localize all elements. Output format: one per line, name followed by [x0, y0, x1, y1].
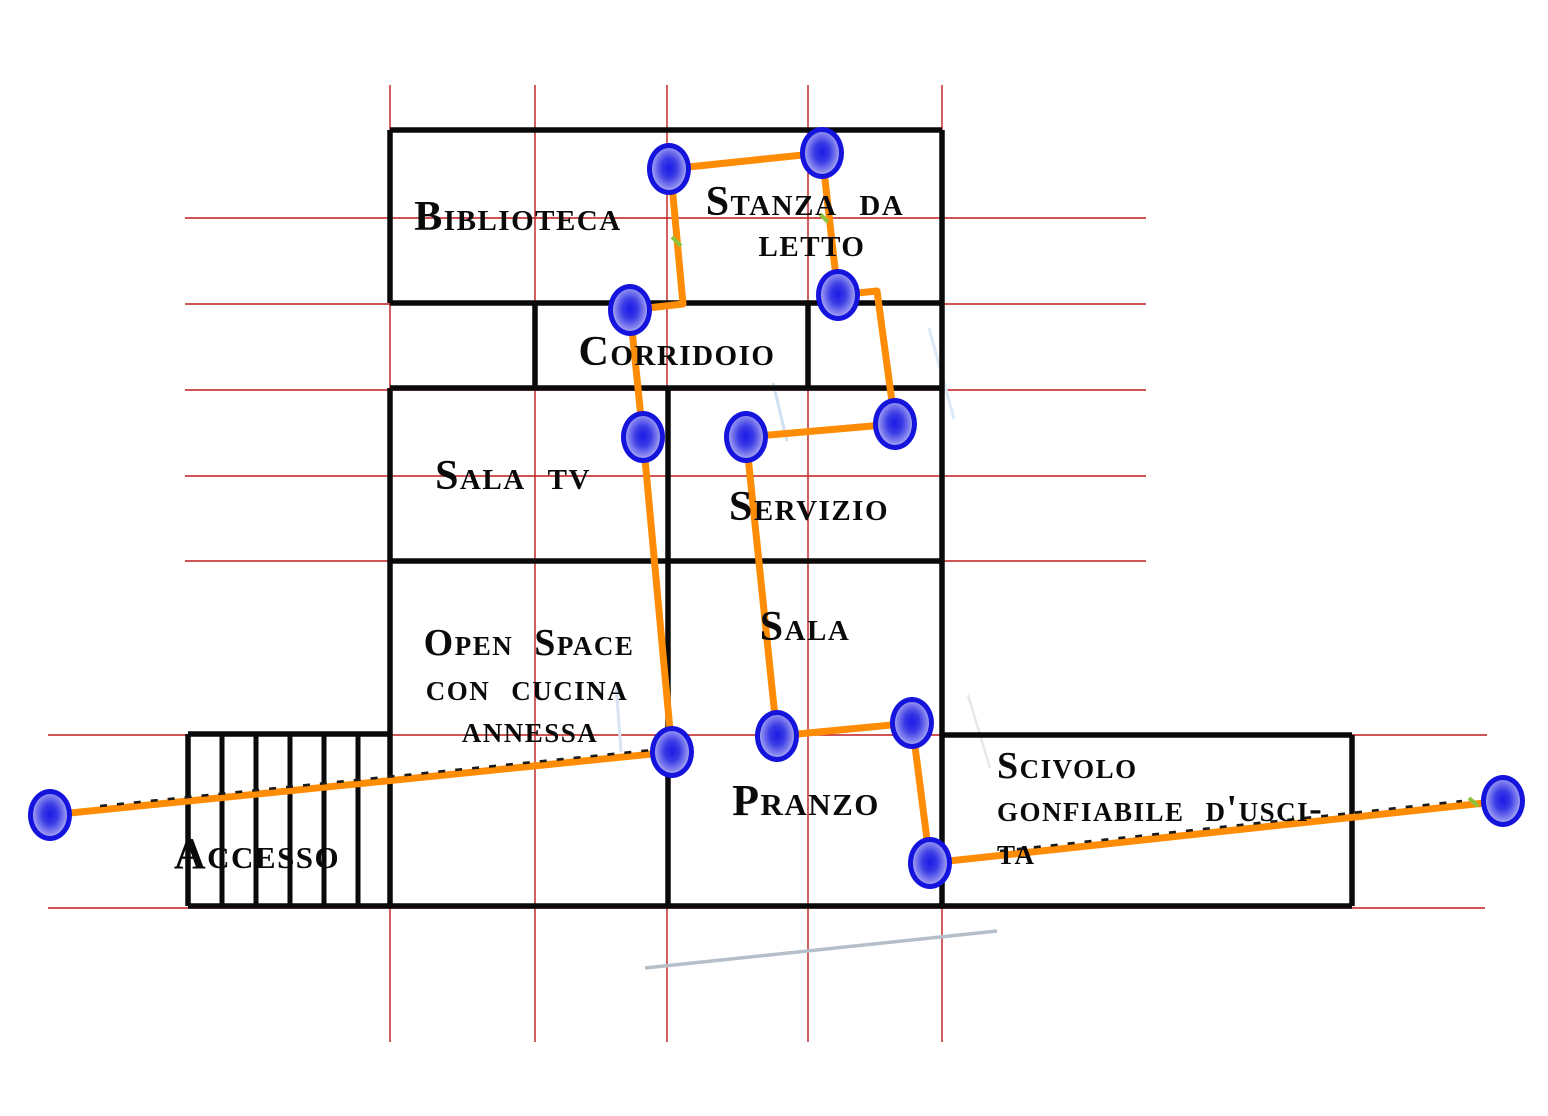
room-label-stanza-letto-2: letto [758, 220, 866, 266]
waypoint-node-entry-left[interactable] [28, 789, 72, 841]
waypoint-node-exit-right[interactable] [1481, 775, 1525, 827]
waypoint-node-servizio[interactable] [724, 411, 768, 463]
room-label-servizio: Servizio [728, 484, 890, 530]
sketch-line [614, 683, 623, 753]
waypoint-node-stanza-letto-top[interactable] [800, 127, 844, 179]
room-label-open-space-3: annessa [461, 709, 599, 751]
room-label-accesso: Accesso [173, 829, 341, 878]
sketch-line [644, 929, 998, 970]
room-label-open-space-1: Open Space [423, 622, 635, 664]
route-path [46, 149, 1507, 867]
waypoint-node-pranzo-left[interactable] [755, 710, 799, 762]
room-label-stanza-letto-1: Stanza da [705, 179, 905, 225]
route-tick-mark [818, 212, 830, 224]
waypoint-node-corridoio[interactable] [608, 284, 652, 336]
waypoint-node-servizio-right[interactable] [873, 398, 917, 450]
room-label-open-space-2: con cucina [425, 667, 629, 709]
room-label-scivolo-2: gonfiabile d'usci- [997, 788, 1324, 830]
room-label-scivolo-3: ta [997, 831, 1036, 873]
room-label-biblioteca: Biblioteca [414, 194, 622, 240]
route-tick-mark [1467, 796, 1480, 808]
room-label-pranzo: Pranzo [732, 776, 880, 825]
room-label-scivolo-1: Scivolo [997, 745, 1138, 787]
waypoint-node-pranzo-bottom[interactable] [908, 837, 952, 889]
waypoint-node-stanza-letto-bottom[interactable] [816, 269, 860, 321]
waypoint-node-biblioteca[interactable] [647, 143, 691, 195]
route-tick-mark [670, 235, 683, 248]
room-label-corridoio: Corridoio [578, 329, 776, 375]
waypoint-node-pranzo-right[interactable] [890, 697, 934, 749]
route-dash-annotation [99, 748, 653, 808]
waypoint-node-sala-tv[interactable] [621, 411, 665, 463]
room-label-sala: Sala [759, 604, 851, 650]
sketch-line [966, 694, 992, 769]
room-label-sala-tv: Sala tv [435, 453, 591, 499]
waypoint-node-open-space[interactable] [650, 726, 694, 778]
